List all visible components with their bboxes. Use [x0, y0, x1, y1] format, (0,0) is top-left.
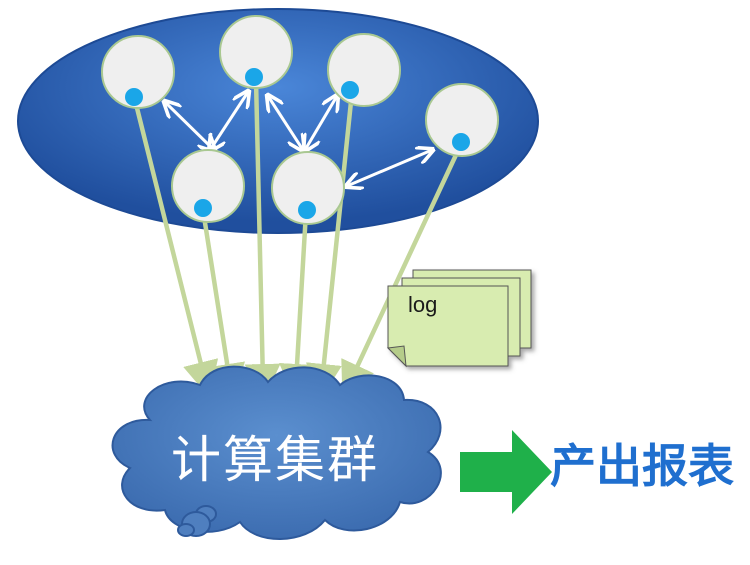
output-label: 产出报表 — [550, 439, 734, 493]
node — [219, 15, 293, 89]
log-page-front — [387, 285, 509, 367]
node-dot — [298, 201, 316, 219]
node-dot — [452, 133, 470, 151]
peer-link — [210, 92, 248, 150]
compute-cluster-cloud — [111, 365, 442, 540]
peer-link — [305, 96, 337, 150]
node-dot — [245, 68, 263, 86]
node — [327, 33, 401, 107]
node — [101, 35, 175, 109]
nodes — [101, 15, 499, 225]
peer-link — [347, 150, 432, 186]
peer-link — [165, 102, 214, 150]
node-dot — [341, 81, 359, 99]
flow-arrow — [244, 77, 281, 400]
output-arrow — [460, 430, 552, 514]
node — [271, 151, 345, 225]
flow-arrow — [279, 209, 316, 400]
cloud-label: 计算集群 — [171, 431, 379, 489]
node — [171, 149, 245, 223]
node-dot — [125, 88, 143, 106]
peer-links — [165, 92, 432, 186]
log-label: log — [408, 292, 438, 317]
log-documents — [386, 269, 532, 368]
node — [425, 83, 499, 157]
log-page-fold — [386, 345, 407, 368]
flow-arrow — [200, 207, 245, 400]
flow-arrow — [341, 139, 465, 399]
flow-arrow — [305, 89, 355, 400]
flow-arrows — [132, 77, 465, 400]
peer-link — [268, 96, 303, 150]
flow-arrow — [132, 97, 219, 398]
node-dot — [194, 199, 212, 217]
